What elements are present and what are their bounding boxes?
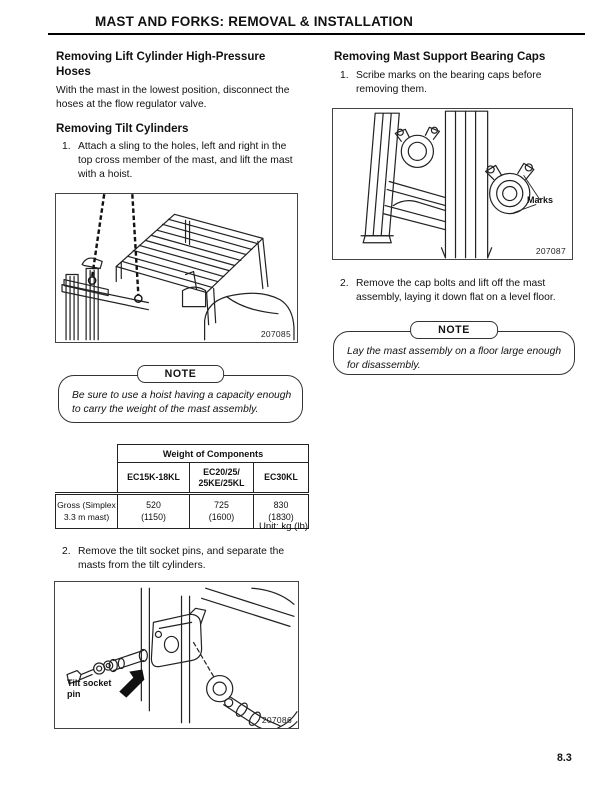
table-cell-ec20: 725 (1600)	[189, 492, 254, 529]
step-text: Remove the cap bolts and lift off the ma…	[356, 278, 556, 303]
step-item: 2. Remove the cap bolts and lift off the…	[340, 277, 576, 305]
note-label: NOTE	[164, 368, 197, 380]
table-col-header-ec30kl: EC30KL	[252, 462, 310, 494]
note-box-floor-space: NOTE Lay the mast assembly on a floor la…	[333, 321, 575, 375]
table-unit-label: Unit: kg (lb)	[258, 521, 308, 532]
bearing-caps-drawing	[360, 110, 541, 259]
step-text: Scribe marks on the bearing caps before …	[356, 70, 542, 95]
step-item: 1. Attach a sling to the holes, left and…	[62, 140, 302, 181]
note-tab: NOTE	[410, 321, 498, 339]
table-col-header-ec15k: EC15K-18KL	[117, 462, 190, 494]
figure-callout-marks: Marks	[527, 195, 554, 205]
figure-number: 207086	[261, 715, 292, 725]
figure-number: 207085	[260, 329, 291, 339]
page-number: 8.3	[557, 752, 572, 764]
weight-table: Weight of Components EC15K-18KL EC20/25/…	[55, 444, 310, 529]
mast-hoist-drawing	[61, 194, 295, 341]
tilt-socket-pin-drawing	[66, 587, 298, 728]
note-text: Be sure to use a hoist having a capacity…	[72, 390, 292, 415]
note-text: Lay the mast assembly on a floor large e…	[347, 346, 562, 371]
weight-table-wrap: Weight of Components EC15K-18KL EC20/25/…	[55, 444, 310, 529]
figure-bearing-caps: Marks 207087	[332, 108, 573, 260]
figure-number: 207087	[535, 246, 566, 256]
table-row-label: Gross (Simplex 3.3 m mast)	[55, 492, 118, 529]
table-col-header-ec20: EC20/25/ 25KE/25KL	[189, 462, 254, 494]
figure-tilt-socket-pin: Tilt socket pin 207086	[54, 581, 299, 729]
page-header: MAST AND FORKS: REMOVAL & INSTALLATION	[48, 14, 585, 35]
pointer-arrow	[119, 669, 145, 698]
note-label: NOTE	[438, 324, 470, 336]
table-cell-ec30kl: 830 (1830)	[252, 492, 310, 529]
step-item: 1. Scribe marks on the bearing caps befo…	[340, 69, 576, 97]
step-number: 2.	[340, 278, 349, 289]
heading-removing-tilt-cylinders: Removing Tilt Cylinders	[56, 122, 189, 135]
heading-removing-lift-cylinder-hoses: Removing Lift Cylinder High-Pressure Hos…	[56, 50, 266, 78]
paragraph-hp-hoses: With the mast in the lowest position, di…	[56, 85, 290, 110]
sling-chains	[90, 194, 140, 295]
heading-removing-bearing-caps: Removing Mast Support Bearing Caps	[334, 50, 546, 63]
step-text: Attach a sling to the holes, left and ri…	[78, 141, 293, 180]
note-box-hoist-capacity: NOTE Be sure to use a hoist having a cap…	[58, 365, 303, 423]
figure-mast-hoist: 207085	[55, 193, 298, 343]
table-title: Weight of Components	[116, 444, 310, 463]
step-number: 2.	[62, 546, 71, 557]
figure-callout-tilt-socket-pin: Tilt socket pin	[67, 678, 112, 700]
step-number: 1.	[62, 141, 71, 152]
step-number: 1.	[340, 70, 349, 81]
step-text: Remove the tilt socket pins, and separat…	[78, 546, 285, 571]
page-title: MAST AND FORKS: REMOVAL & INSTALLATION	[95, 14, 414, 29]
step-item: 2. Remove the tilt socket pins, and sepa…	[62, 545, 302, 573]
table-cell-ec15k: 520 (1150)	[117, 492, 190, 529]
note-tab: NOTE	[136, 365, 225, 383]
